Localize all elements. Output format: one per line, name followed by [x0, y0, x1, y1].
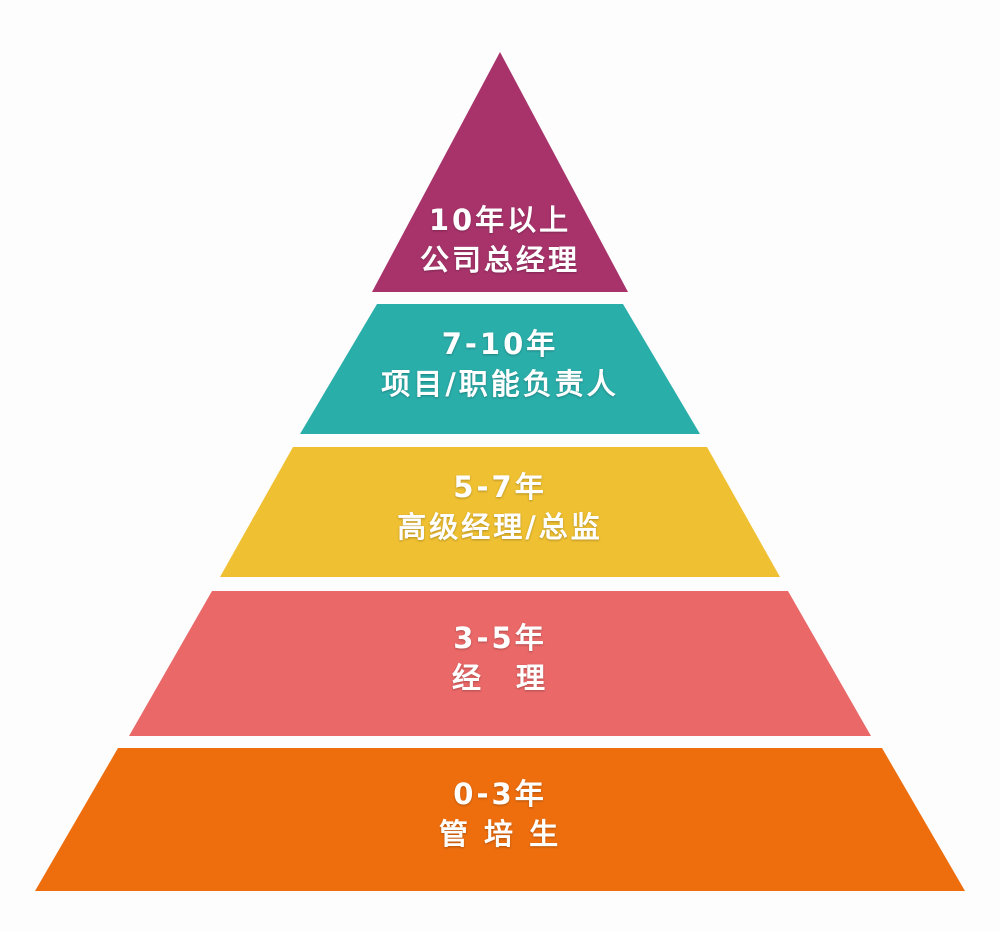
level-2-label: 7-10年 项目/职能负责人: [0, 324, 1000, 404]
level-3-label: 5-7年 高级经理/总监: [0, 467, 1000, 547]
level-1-years: 10年以上: [428, 203, 572, 237]
level-3-years: 5-7年: [453, 470, 547, 504]
level-2-role: 项目/职能负责人: [381, 367, 619, 401]
level-1-shape: [372, 52, 628, 292]
level-5-years: 0-3年: [453, 777, 547, 811]
level-5-role: 管 培 生: [438, 817, 562, 851]
level-5-shape: [35, 748, 965, 891]
level-2-years: 7-10年: [441, 327, 559, 361]
level-4-role: 经 理: [451, 661, 548, 695]
level-4-label: 3-5年 经 理: [0, 618, 1000, 698]
level-1-role: 公司总经理: [419, 243, 580, 277]
level-3-shape: [220, 447, 780, 577]
level-1-label: 10年以上 公司总经理: [0, 200, 1000, 280]
level-2-shape: [300, 304, 700, 434]
level-3-role: 高级经理/总监: [397, 510, 603, 544]
level-4-shape: [129, 591, 871, 736]
level-4-years: 3-5年: [453, 621, 547, 655]
level-5-label: 0-3年 管 培 生: [0, 774, 1000, 854]
